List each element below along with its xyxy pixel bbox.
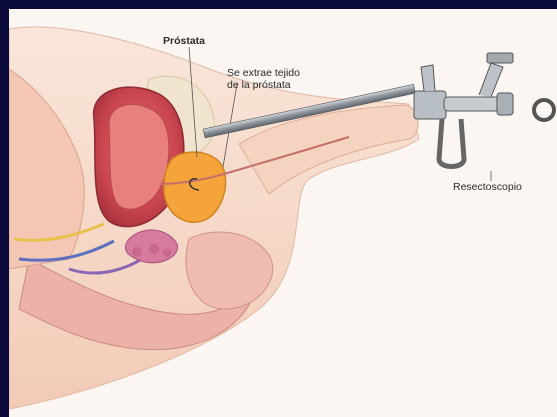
eyepiece [497, 93, 513, 115]
gland-dot [163, 249, 171, 257]
gland-dot [149, 244, 159, 254]
thumb-ring [534, 100, 554, 120]
prostate-label: Próstata [163, 35, 205, 47]
gland-dot [132, 247, 142, 257]
valve-stem [479, 63, 503, 97]
finger-grip [439, 119, 464, 167]
tissue-label-line2: de la próstata [227, 79, 291, 91]
resectoscope-label: Resectoscopio [453, 181, 522, 193]
tissue-label-line1: Se extrae tejido [227, 67, 300, 79]
handle-block [414, 91, 446, 119]
illustration-panel: Próstata Se extrae tejido de la próstata… [9, 9, 557, 417]
prostate [164, 152, 226, 222]
irrigation-valve [421, 65, 435, 91]
top-connector [487, 53, 513, 63]
handle-cylinder [444, 97, 499, 111]
